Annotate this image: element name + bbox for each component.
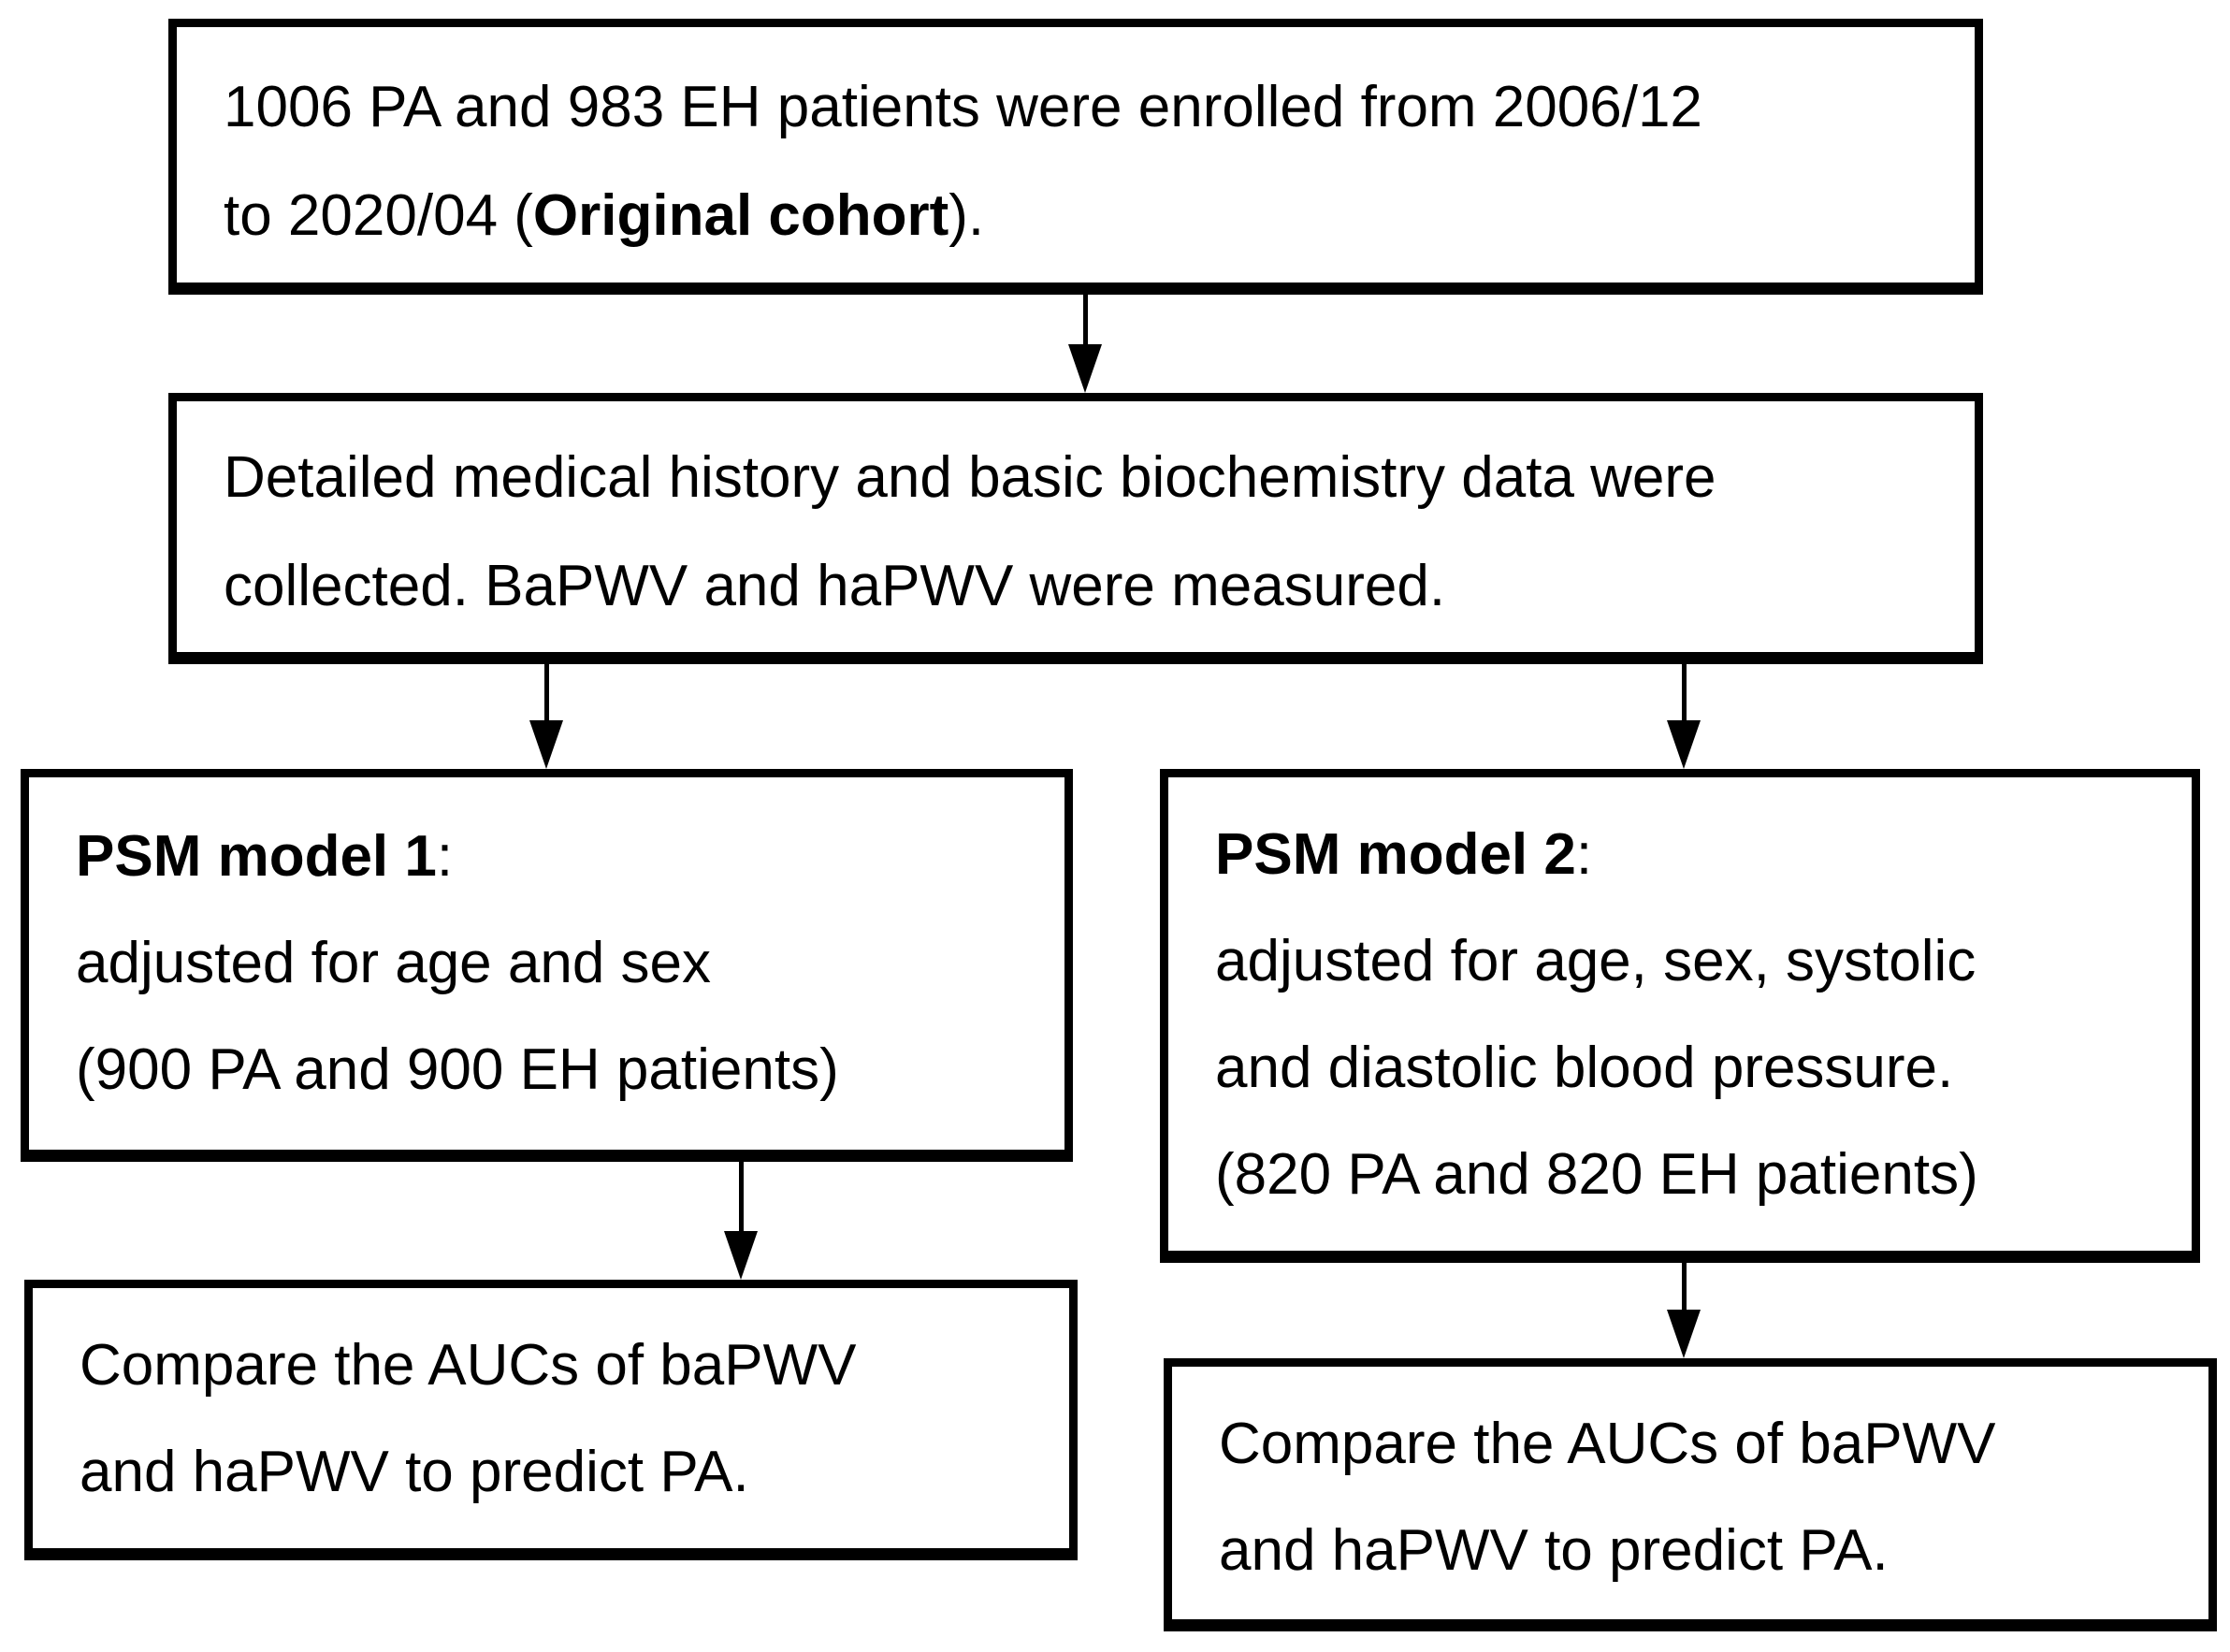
box-psm-model-2: PSM model 2: adjusted for age, sex, syst… (1160, 769, 2200, 1263)
box-compare-aucs-left: Compare the AUCs of baPWV and haPWV to p… (24, 1280, 1078, 1560)
arrow-stem (738, 1162, 744, 1239)
box-data-collection: Detailed medical history and basic bioch… (168, 393, 1983, 664)
arrow-head (724, 1231, 758, 1280)
arrow-head (1068, 344, 1102, 393)
text-line: collected. BaPWV and haPWV were measured… (224, 554, 1446, 618)
arrow-down-icon (722, 1162, 760, 1280)
arrow-stem (1082, 295, 1088, 352)
text-line: Detailed medical history and basic bioch… (224, 445, 1716, 510)
box-compare-aucs-right: Compare the AUCs of baPWV and haPWV to p… (1164, 1358, 2217, 1631)
text-line: adjusted for age, sex, systolic (1215, 929, 1977, 993)
text-line: PSM model 1: (76, 824, 454, 889)
arrow-head (529, 720, 563, 769)
text-line: Compare the AUCs of baPWV (80, 1333, 857, 1398)
text-line: and haPWV to predict PA. (80, 1440, 749, 1504)
arrow-stem (1681, 1263, 1687, 1317)
arrow-head (1667, 720, 1701, 769)
text-line: (900 PA and 900 EH patients) (76, 1037, 839, 1102)
text-line: Compare the AUCs of baPWV (1219, 1412, 1996, 1476)
text-line: to 2020/04 (Original cohort). (224, 183, 985, 248)
bold-psm2-title: PSM model 2 (1215, 822, 1576, 887)
text-line: (820 PA and 820 EH patients) (1215, 1142, 1978, 1207)
arrow-stem (543, 664, 549, 728)
bold-original-cohort-label: Original cohort (532, 183, 949, 248)
arrow-stem (1681, 664, 1687, 728)
box-psm-model-1: PSM model 1: adjusted for age and sex (9… (21, 769, 1073, 1162)
arrow-down-icon (1066, 295, 1104, 393)
text-line: and diastolic blood pressure. (1215, 1036, 1954, 1100)
arrow-down-icon (1665, 664, 1702, 769)
text-line: and haPWV to predict PA. (1219, 1518, 1889, 1583)
arrow-head (1667, 1310, 1701, 1358)
bold-psm1-title: PSM model 1 (76, 824, 437, 889)
arrow-down-icon (528, 664, 565, 769)
text-line: PSM model 2: (1215, 822, 1593, 887)
arrow-down-icon (1665, 1263, 1702, 1358)
text-line: adjusted for age and sex (76, 931, 712, 995)
box-original-cohort: 1006 PA and 983 EH patients were enrolle… (168, 19, 1983, 295)
text-line: 1006 PA and 983 EH patients were enrolle… (224, 75, 1702, 139)
